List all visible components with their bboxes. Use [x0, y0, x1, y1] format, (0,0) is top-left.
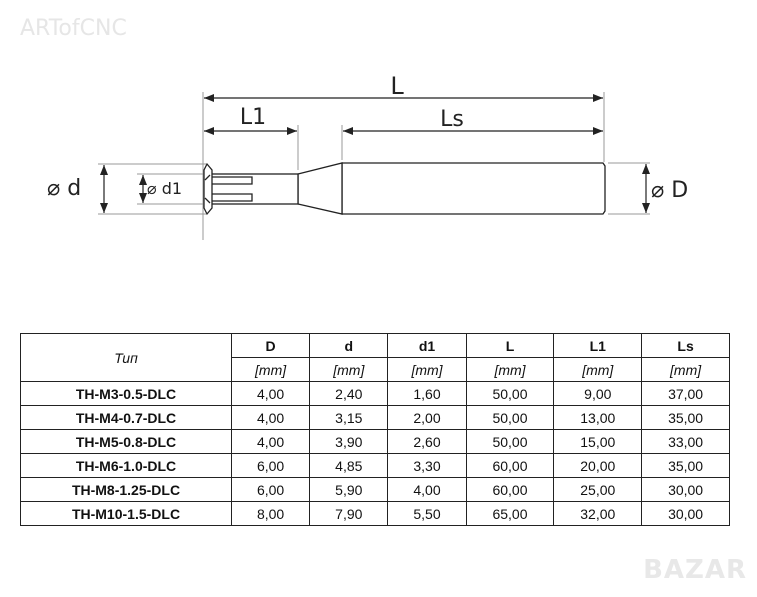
value-cell: 2,40	[309, 381, 389, 406]
value-cell: 4,00	[387, 477, 467, 502]
type-cell: TH-M4-0.7-DLC	[20, 405, 232, 430]
value-cell: 8,00	[230, 501, 311, 526]
value-cell: 6,00	[230, 477, 311, 502]
col-unit: [mm]	[309, 357, 389, 382]
value-cell: 32,00	[553, 501, 643, 526]
value-cell: 4,00	[230, 429, 311, 454]
value-cell: 3,15	[309, 405, 389, 430]
label-Ls: Ls	[440, 107, 464, 132]
value-cell: 9,00	[553, 381, 643, 406]
col-unit: [mm]	[230, 357, 311, 382]
type-cell: TH-M10-1.5-DLC	[20, 501, 232, 526]
value-cell: 3,90	[309, 429, 389, 454]
col-header: D	[230, 333, 311, 358]
value-cell: 30,00	[641, 501, 730, 526]
value-cell: 7,90	[309, 501, 389, 526]
value-cell: 6,00	[230, 453, 311, 478]
value-cell: 50,00	[465, 381, 555, 406]
value-cell: 33,00	[641, 429, 730, 454]
label-L: L	[390, 72, 404, 100]
type-cell: TH-M6-1.0-DLC	[20, 453, 232, 478]
head	[203, 162, 213, 216]
dimension-arrows	[100, 94, 650, 213]
value-cell: 35,00	[641, 453, 730, 478]
bazar-logo: BAZAR	[643, 555, 747, 585]
value-cell: 5,50	[387, 501, 467, 526]
value-cell: 37,00	[641, 381, 730, 406]
specs-table: Тип D d d1 L L1 Ls [mm] [mm] [mm] [mm] […	[20, 333, 730, 526]
value-cell: 30,00	[641, 477, 730, 502]
col-header: L1	[553, 333, 643, 358]
neck	[297, 162, 343, 215]
col-header: d1	[387, 333, 467, 358]
type-header: Тип	[20, 333, 232, 382]
value-cell: 2,60	[387, 429, 467, 454]
label-d: ⌀ d	[47, 176, 81, 201]
value-cell: 50,00	[465, 429, 555, 454]
label-D: ⌀ D	[651, 178, 688, 203]
value-cell: 35,00	[641, 405, 730, 430]
value-cell: 60,00	[465, 453, 555, 478]
col-header: L	[465, 333, 555, 358]
tool-outline	[203, 162, 606, 216]
type-cell: TH-M5-0.8-DLC	[20, 429, 232, 454]
label-L1: L1	[240, 105, 266, 130]
value-cell: 3,30	[387, 453, 467, 478]
value-cell: 65,00	[465, 501, 555, 526]
value-cell: 1,60	[387, 381, 467, 406]
value-cell: 5,90	[309, 477, 389, 502]
col-header: Ls	[641, 333, 730, 358]
value-cell: 15,00	[553, 429, 643, 454]
header-row: Тип D d d1 L L1 Ls	[20, 333, 730, 382]
tool-drawing: L L1 Ls ⌀ d ⌀ d1 ⌀ D	[47, 72, 688, 240]
label-d1: ⌀ d1	[147, 179, 182, 198]
type-cell: TH-M3-0.5-DLC	[20, 381, 232, 406]
watermark: ARTofCNC	[20, 16, 127, 41]
value-cell: 20,00	[553, 453, 643, 478]
thread-body	[209, 173, 299, 205]
value-cell: 2,00	[387, 405, 467, 430]
type-cell: TH-M8-1.25-DLC	[20, 477, 232, 502]
col-header: d	[309, 333, 389, 358]
extension-lines	[98, 92, 650, 240]
value-cell: 4,85	[309, 453, 389, 478]
shank	[341, 162, 606, 215]
value-cell: 25,00	[553, 477, 643, 502]
value-cell: 13,00	[553, 405, 643, 430]
col-unit: [mm]	[387, 357, 467, 382]
value-cell: 4,00	[230, 381, 311, 406]
value-cell: 50,00	[465, 405, 555, 430]
col-unit: [mm]	[465, 357, 555, 382]
col-unit: [mm]	[641, 357, 730, 382]
value-cell: 4,00	[230, 405, 311, 430]
value-cell: 60,00	[465, 477, 555, 502]
col-unit: [mm]	[553, 357, 643, 382]
